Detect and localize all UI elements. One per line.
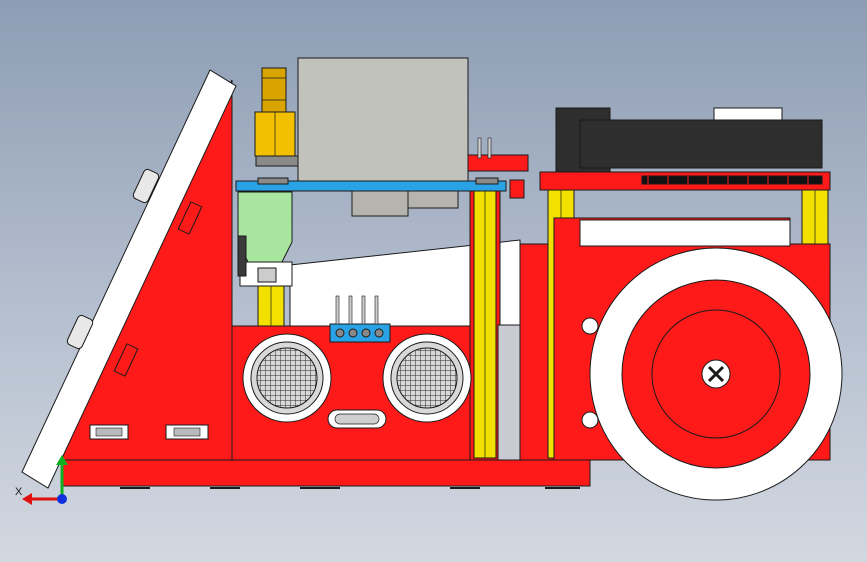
controller-board — [539, 107, 831, 191]
front-panel — [21, 69, 237, 489]
x-axis-arrowhead — [22, 493, 32, 505]
wheel — [589, 247, 843, 501]
y-axis-dot — [57, 494, 67, 504]
blue-pcb — [235, 177, 507, 192]
brass-connector — [254, 67, 299, 167]
green-sensor-block — [237, 191, 293, 287]
base-plate — [61, 459, 591, 489]
z-axis-arrowhead — [56, 455, 68, 465]
x-axis-label: X — [15, 486, 23, 498]
axis-triad: X — [15, 455, 68, 505]
ultrasonic-sensor — [242, 295, 472, 429]
